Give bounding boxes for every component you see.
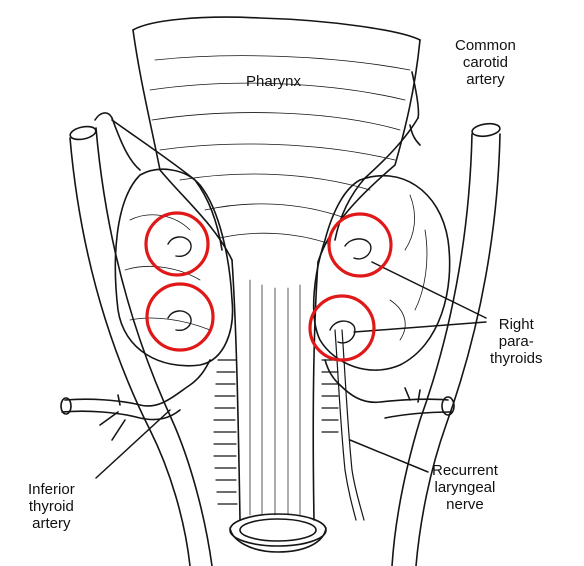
label-pharynx: Pharynx (246, 73, 302, 90)
trachea-rings (213, 359, 339, 505)
right-carotid-artery (391, 122, 501, 566)
leader-recurrent-laryngeal (349, 439, 429, 473)
superior-thyroid-arteries (111, 117, 419, 251)
parathyroid-glands (167, 236, 372, 344)
highlight-circle-right-lower (308, 294, 376, 362)
leader-right-parathyroid-lower (353, 321, 487, 333)
label-inferior-thyroid-artery: Inferior thyroid artery (28, 481, 75, 532)
label-recurrent-laryngeal-nerve: Recurrent laryngeal nerve (432, 462, 498, 513)
left-thyroid-lobe (114, 168, 234, 367)
highlight-circle-left-upper (144, 211, 210, 277)
leader-inferior-thyroid (95, 409, 171, 479)
highlight-circle-right-upper (327, 212, 393, 278)
esophagus (229, 259, 327, 553)
right-thyroid-lobe (312, 174, 451, 371)
label-right-parathyroids: Right para- thyroids (490, 316, 543, 367)
label-common-carotid-artery: Common carotid artery (455, 37, 516, 88)
leader-lines (95, 261, 487, 479)
left-carotid-artery (69, 112, 213, 566)
highlight-circle-left-lower (145, 282, 215, 352)
recurrent-laryngeal-nerve (334, 329, 365, 521)
leader-right-parathyroid-upper (371, 261, 487, 319)
pharynx (132, 16, 421, 263)
inferior-thyroid-arteries (60, 359, 455, 441)
